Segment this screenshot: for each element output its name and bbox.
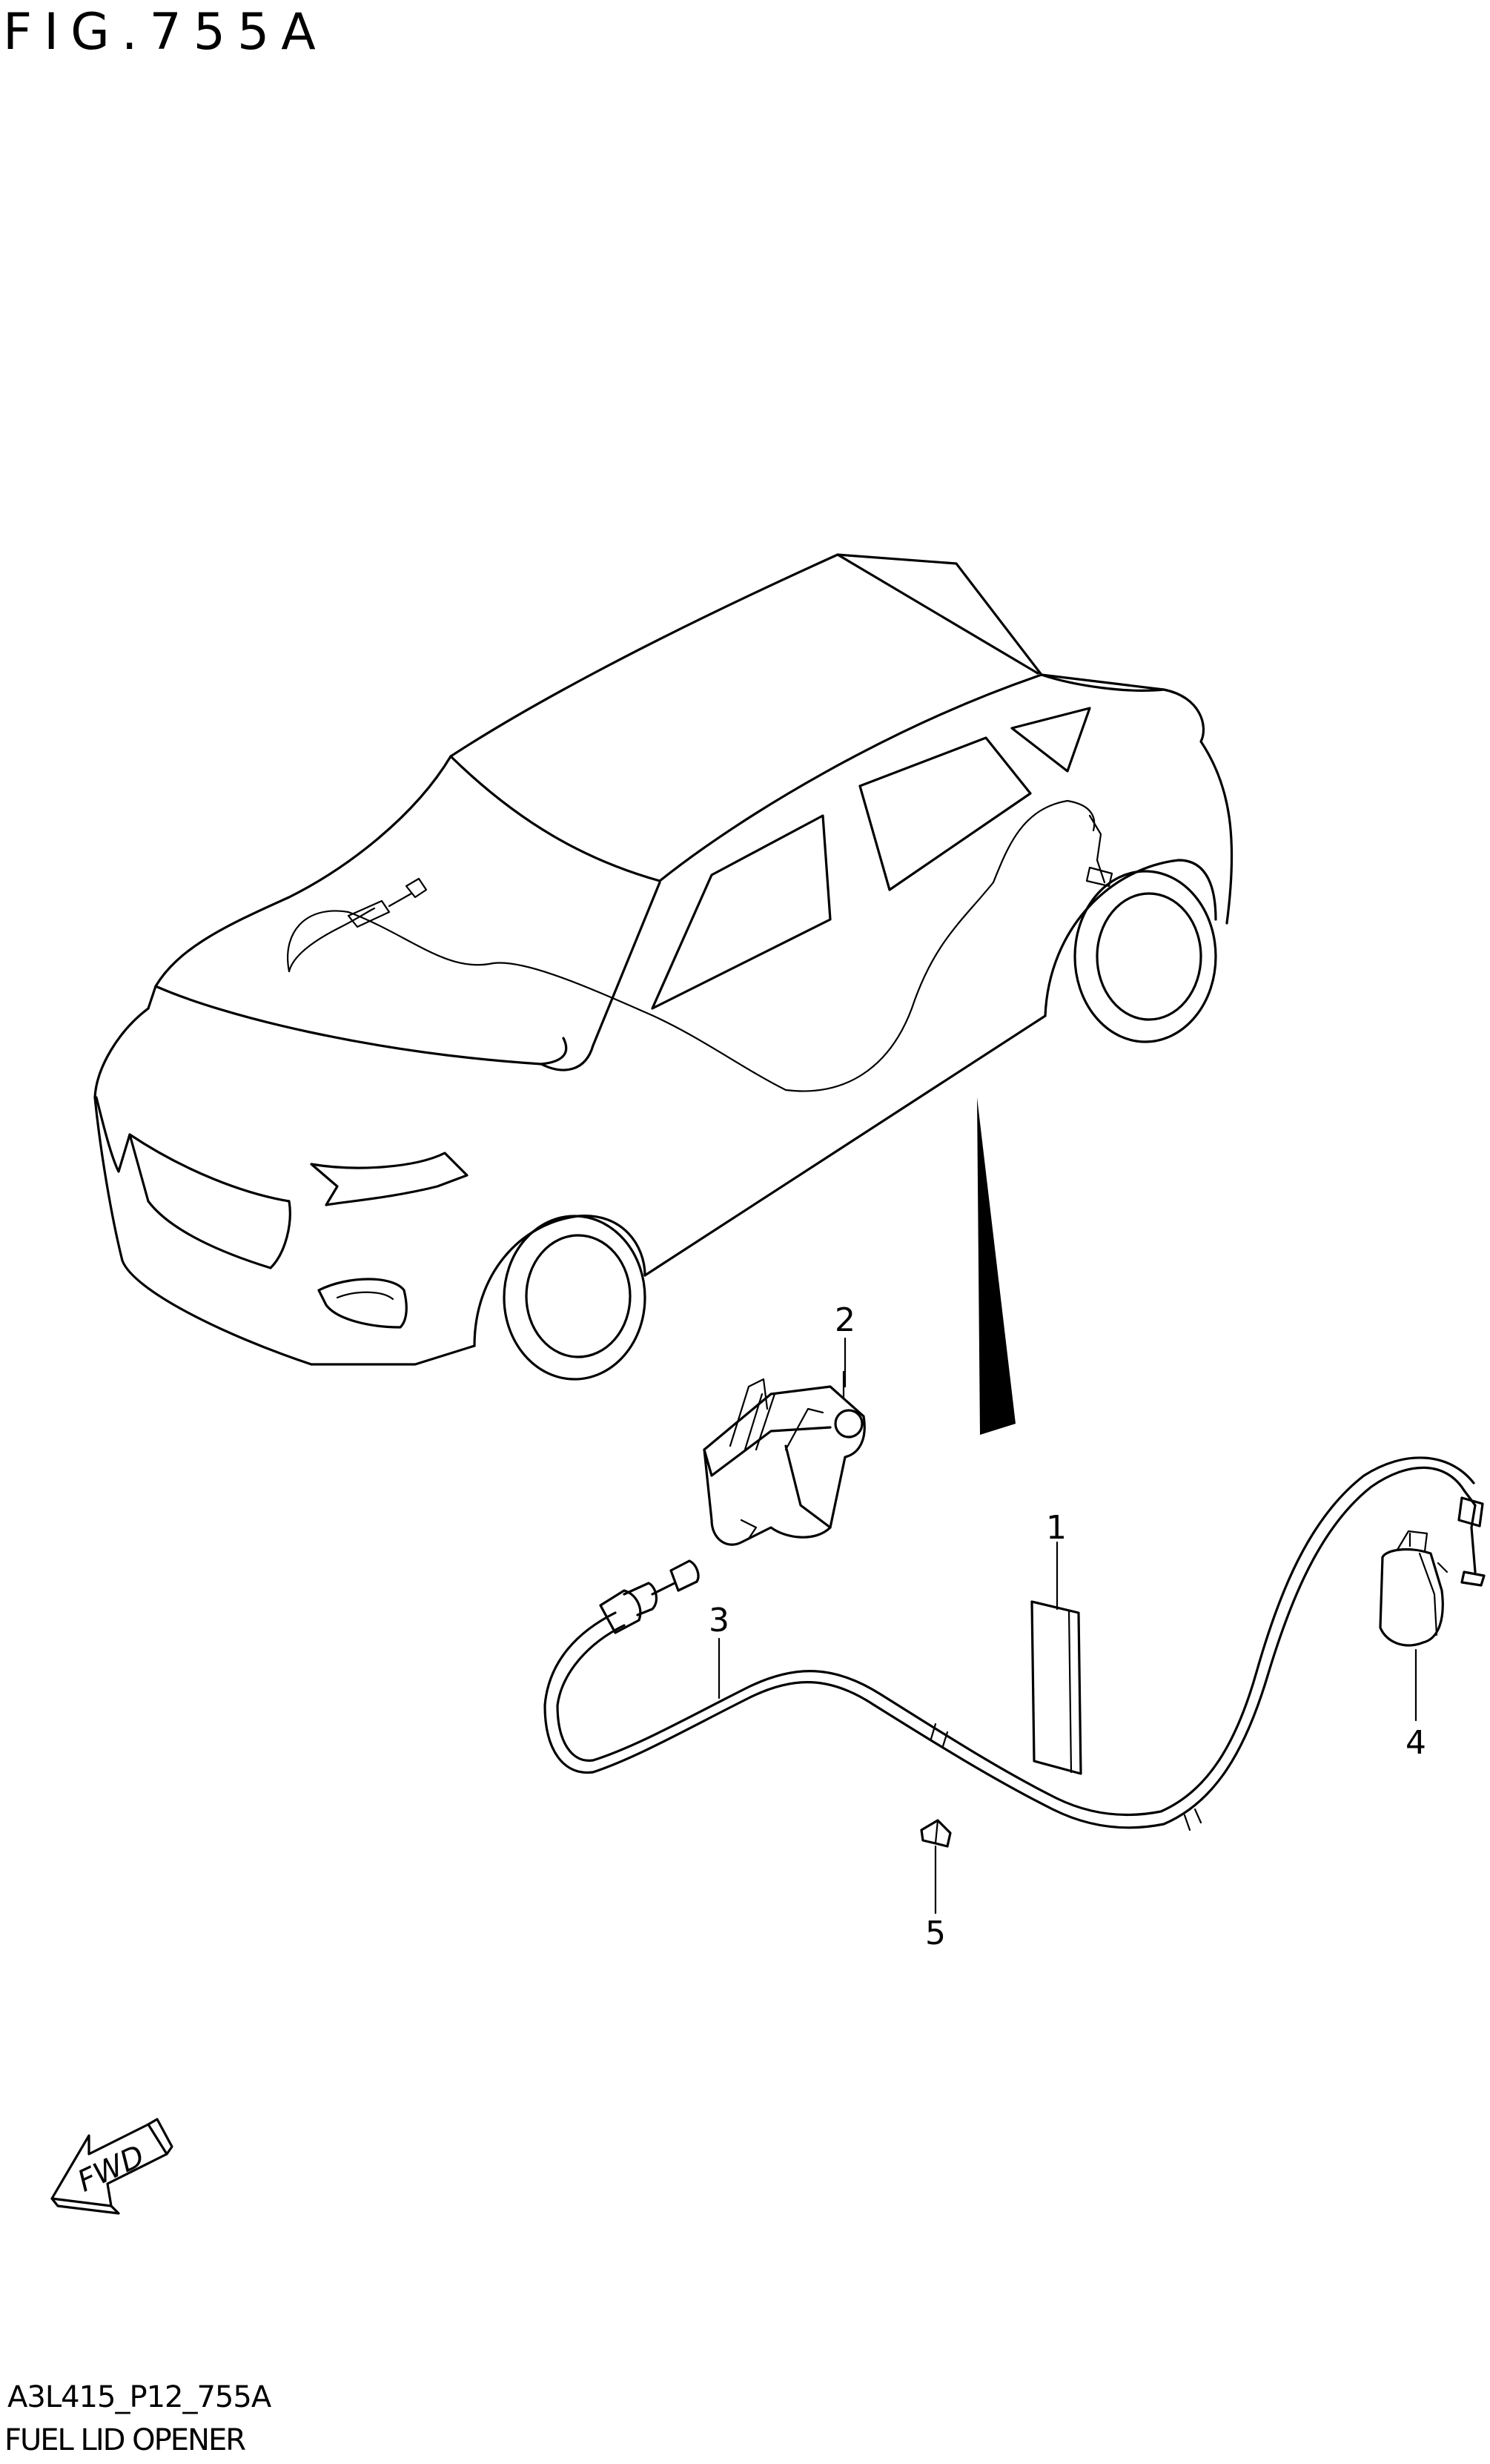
part-5-clip <box>920 1819 952 1848</box>
callout-1: 1 <box>1046 1509 1067 1547</box>
callout-4: 4 <box>1405 1724 1426 1762</box>
vehicle-outline <box>93 553 1234 1381</box>
part-3-cable <box>543 1456 1486 1832</box>
part-2-opener-lever <box>703 1370 866 1546</box>
part-4-lid-lock <box>1379 1530 1448 1647</box>
figure-code: A3L415_P12_755A <box>7 2380 271 2414</box>
figure-name: FUEL LID OPENER <box>4 2423 246 2457</box>
location-indicator-arrow <box>977 1097 1016 1435</box>
fwd-label: FWD <box>73 2138 150 2199</box>
figure-title: FIG.755A <box>3 3 328 62</box>
callout-3: 3 <box>709 1602 729 1639</box>
callout-2: 2 <box>835 1301 855 1339</box>
callout-5: 5 <box>925 1915 946 1952</box>
fwd-arrow-icon: FWD <box>50 2118 173 2215</box>
part-1-label <box>1030 1600 1082 1775</box>
